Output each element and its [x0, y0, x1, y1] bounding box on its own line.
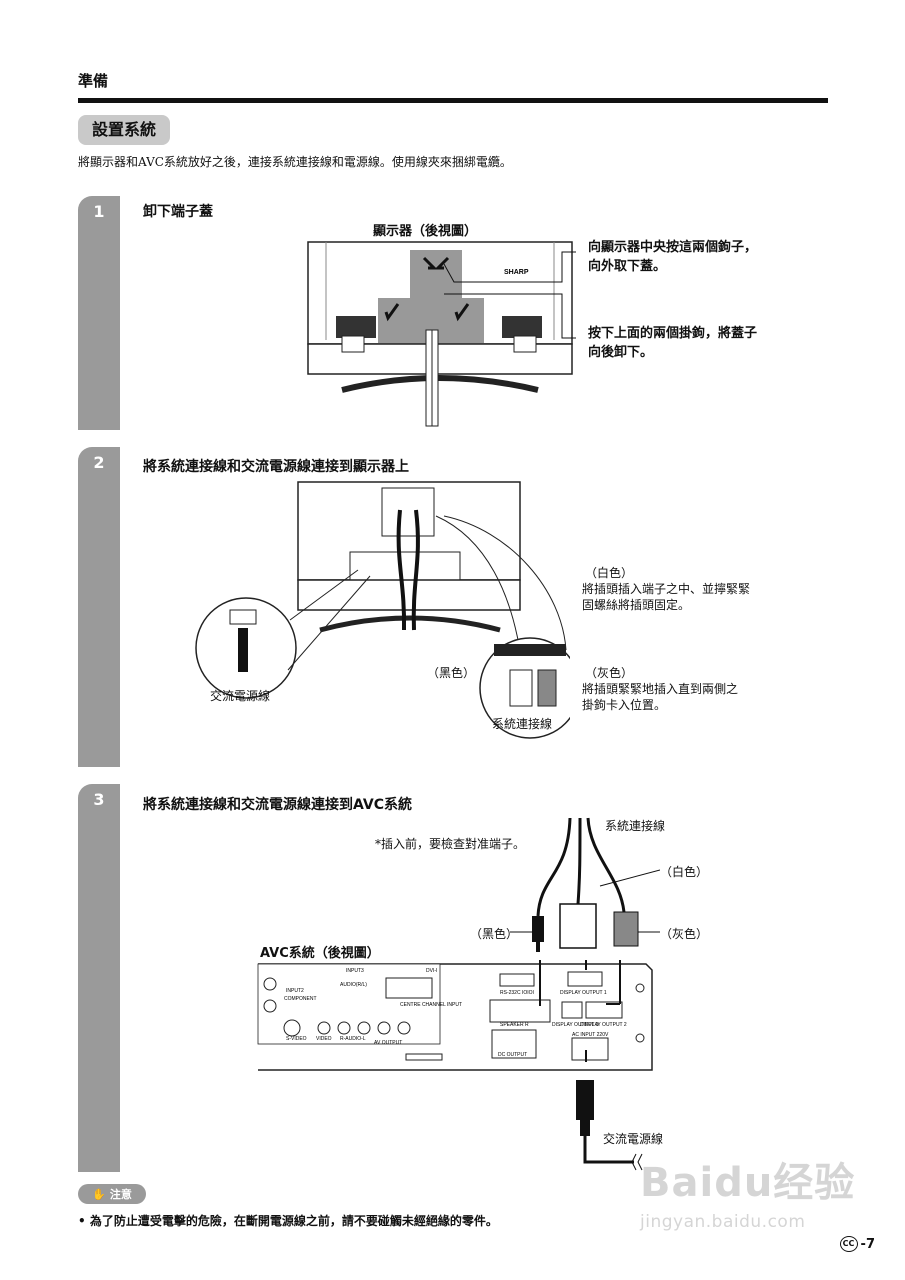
step-2-bar: 2: [78, 447, 120, 767]
panel-rs232: RS-232C IOIOI: [500, 990, 534, 996]
page-title: 設置系統: [78, 115, 171, 145]
step-3-number: 3: [93, 790, 105, 809]
step-3-check-note: *插入前，要檢查對准端子。: [375, 837, 526, 851]
monitor-rear-diagram: SHARP: [307, 241, 573, 427]
step-1-bar: 1: [78, 196, 120, 430]
panel-raudio: R-AUDIO-L: [340, 1036, 366, 1042]
monitor-connection-diagram: [195, 481, 570, 739]
page-number: CC -7: [839, 1236, 875, 1252]
svg-text:INPUT3 AUDIO(R/L) DVI-: INPUT3 AUDIO(R/L) DVI-I CENTRE CHANNEL I…: [284, 968, 628, 1058]
header-rule: [78, 98, 828, 103]
page-number-text: -7: [860, 1236, 875, 1252]
panel-dvi: DVI-I: [426, 968, 437, 974]
avc-diagram-title: AVC系統（後視圖）: [260, 946, 380, 961]
panel-speaker: SPEAKER R: [500, 1022, 529, 1028]
panel-audio: AUDIO(R/L): [340, 982, 367, 988]
step-2-number: 2: [93, 453, 105, 472]
system-cable-plugs: [510, 817, 660, 952]
step-3-system-cable-label: 系統連接線: [605, 819, 666, 833]
warning-badge: ✋ 注意: [78, 1184, 146, 1204]
step-2-title: 將系統連接線和交流電源線連接到顯示器上: [143, 459, 409, 475]
step-2-gray-label: （灰色）: [585, 666, 634, 680]
watermark: Baidu经验 jingyan.baidu.com: [640, 1150, 870, 1260]
step-1-callout-lines: [444, 251, 576, 339]
panel-ac-input: AC INPUT 220V: [572, 1032, 609, 1038]
avc-ac-cord: [576, 1050, 643, 1171]
section-label: 準備: [78, 72, 109, 90]
step-3-gray-label: （灰色）: [660, 927, 709, 941]
panel-svideo: S-VIDEO: [286, 1036, 307, 1042]
step-3-white-label: （白色）: [660, 865, 709, 879]
warning-text: • 為了防止遭受電擊的危險，在斷開電源線之前，請不要碰觸未經絕緣的零件。: [78, 1214, 498, 1228]
panel-video: VIDEO: [316, 1036, 332, 1042]
step-2-gray-note: 將插頭緊緊地插入直到兩側之掛鉤卡入位置。: [582, 682, 739, 712]
panel-display-out3: DISPLAY OUTPUT 3: [552, 1022, 599, 1028]
step-1-callout-bottom: 按下上面的兩個掛鉤，將蓋子向後卸下。: [588, 326, 758, 360]
step-2-ac-cord-label: 交流電源線: [210, 689, 271, 703]
watermark-url: jingyan.baidu.com: [640, 1212, 806, 1232]
panel-display-out1: DISPLAY OUTPUT 1: [560, 990, 607, 996]
step-3-black-label: （黑色）: [470, 927, 519, 941]
step-3-title: 將系統連接線和交流電源線連接到AVC系統: [143, 797, 412, 813]
step-1-number: 1: [93, 202, 105, 221]
panel-centre: CENTRE CHANNEL INPUT: [400, 1002, 462, 1008]
cc-icon: CC: [839, 1236, 858, 1252]
step-3-bar: 3: [78, 784, 120, 1172]
step-2-white-label: （白色）: [585, 566, 634, 580]
panel-av-output: AV OUTPUT: [374, 1040, 402, 1046]
panel-input2: INPUT2: [286, 988, 304, 994]
step-2-system-cable-label: 系統連接線: [492, 717, 553, 731]
step-1-diagram-title: 顯示器（後視圖）: [373, 224, 478, 239]
warning-label: 注意: [109, 1188, 132, 1201]
step-1-title: 卸下端子蓋: [143, 204, 213, 220]
step-3-ac-cord-label: 交流電源線: [603, 1132, 664, 1146]
panel-display-out2: DISPLAY OUTPUT 2: [580, 1022, 627, 1028]
panel-input3: INPUT3: [346, 968, 364, 974]
step-1-callout-top: 向顯示器中央按這兩個鉤子，向外取下蓋。: [588, 240, 758, 274]
panel-dc-output: DC OUTPUT: [498, 1052, 527, 1058]
monitor-brand: SHARP: [504, 269, 529, 276]
avc-rear-panel: INPUT3 AUDIO(R/L) DVI-I CENTRE CHANNEL I…: [257, 960, 653, 1071]
step-2-black-label: （黑色）: [427, 666, 476, 680]
intro-text: 將顯示器和AVC系統放好之後，連接系統連接線和電源線。使用線夾來捆綁電纜。: [78, 155, 512, 169]
watermark-logo: Baidu经验: [640, 1160, 856, 1206]
step-2-white-note: 將插頭插入端子之中、並擰緊緊固螺絲將插頭固定。: [582, 582, 751, 612]
panel-component: COMPONENT: [284, 996, 316, 1002]
hand-icon: ✋: [92, 1187, 106, 1201]
